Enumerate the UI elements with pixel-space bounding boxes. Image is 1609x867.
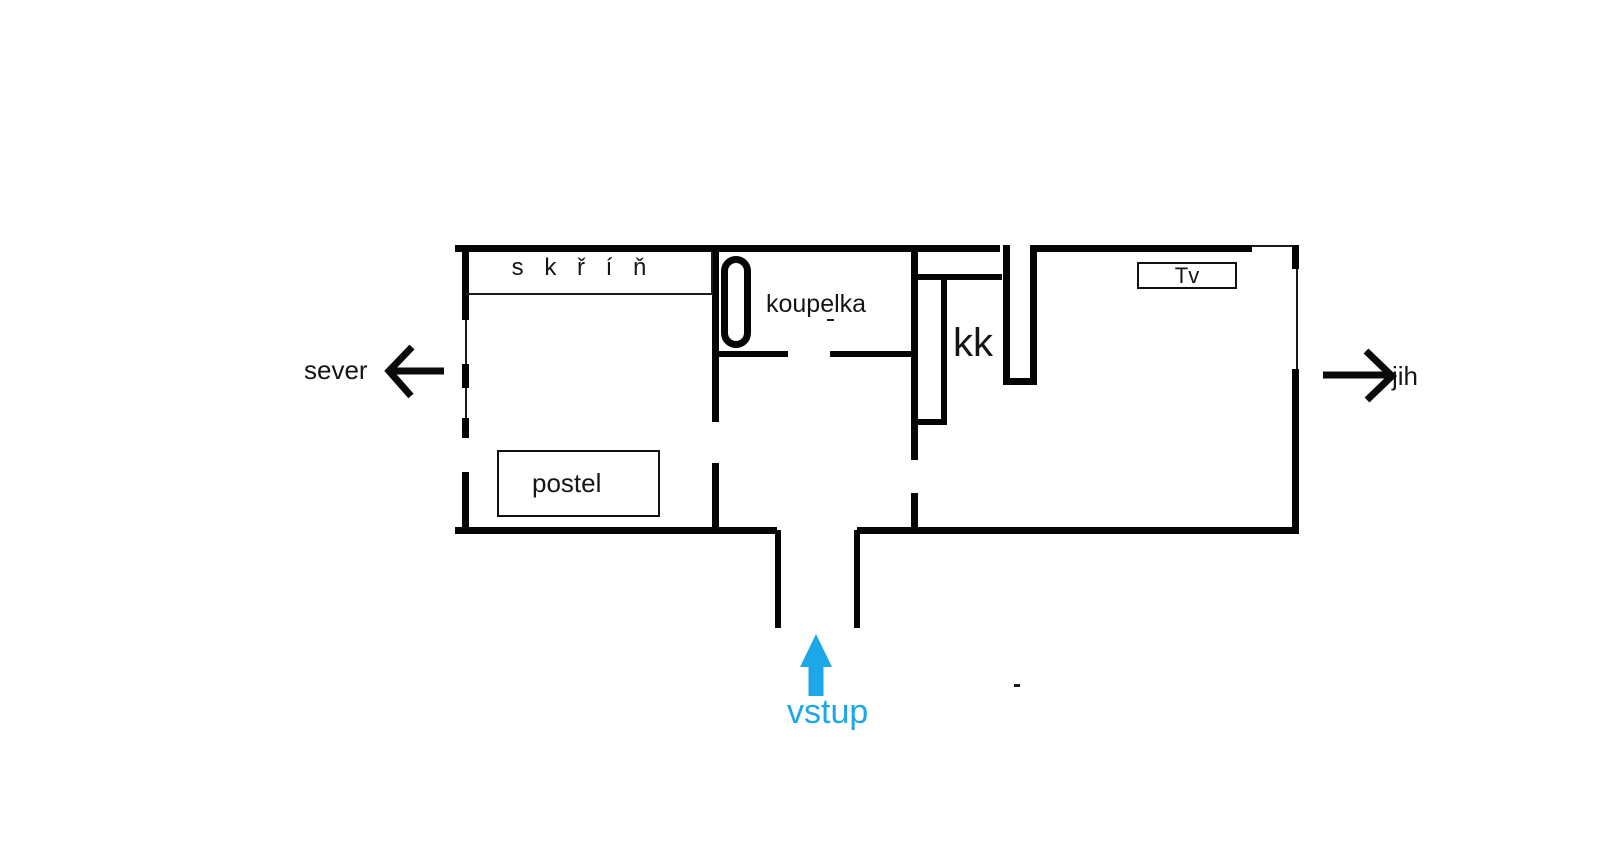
wardrobe-line-bottom — [467, 293, 713, 295]
tv-box: Tv — [1137, 262, 1237, 289]
bathroom-wall-bottom-b — [830, 351, 918, 357]
stray-dash-bathroom — [827, 319, 834, 321]
wall-bottom-left — [455, 527, 777, 534]
kitchenette-wall-upper — [911, 245, 918, 460]
north-arrow-icon — [384, 344, 444, 399]
wardrobe-line-right — [711, 252, 713, 294]
north-label: sever — [304, 355, 368, 385]
entrance-arrow-icon — [800, 634, 832, 696]
kitchenette-wall-lower — [911, 493, 918, 530]
window-line-right — [1296, 269, 1298, 369]
bathroom-wall-bottom-a — [712, 351, 788, 357]
kitchen-counter-side — [941, 274, 947, 425]
tv-label: Tv — [1174, 262, 1200, 288]
wall-left-segment-b — [462, 364, 469, 388]
kitchen-counter-cap — [918, 419, 947, 425]
wall-bottom-right — [857, 527, 1299, 534]
south-arrow-icon — [1323, 348, 1398, 403]
bed-box: postel — [497, 450, 660, 517]
entry-corridor-wall-left — [775, 530, 781, 628]
entry-corridor-wall-right — [854, 530, 860, 628]
wall-top-segment-a — [455, 245, 1000, 252]
wall-right-corner — [1292, 245, 1299, 269]
wall-left-segment-a — [462, 245, 469, 320]
window-line-left-2 — [465, 388, 467, 418]
bed-label: postel — [532, 468, 602, 498]
stray-dot-living-room — [1014, 684, 1020, 687]
bathroom-door-icon — [721, 256, 751, 348]
hall-wall-lower — [712, 463, 719, 530]
window-line-left-1 — [465, 320, 467, 364]
kitchen-tall-unit — [1003, 245, 1037, 385]
wall-right — [1292, 369, 1299, 534]
wall-top-segment-b — [1037, 245, 1252, 252]
window-line-top-right — [1252, 245, 1292, 247]
south-label: jih — [1392, 361, 1419, 391]
entrance-label: vstup — [787, 693, 869, 731]
wardrobe-label: s k ř í ň — [511, 254, 647, 281]
hall-wall-upper — [712, 245, 719, 422]
wall-left-segment-d — [462, 472, 469, 534]
bathroom-label: koupelka — [766, 290, 867, 318]
kitchen-counter-top — [918, 274, 1002, 280]
kitchenette-label: kk — [953, 321, 993, 365]
wall-left-segment-c — [462, 418, 469, 438]
